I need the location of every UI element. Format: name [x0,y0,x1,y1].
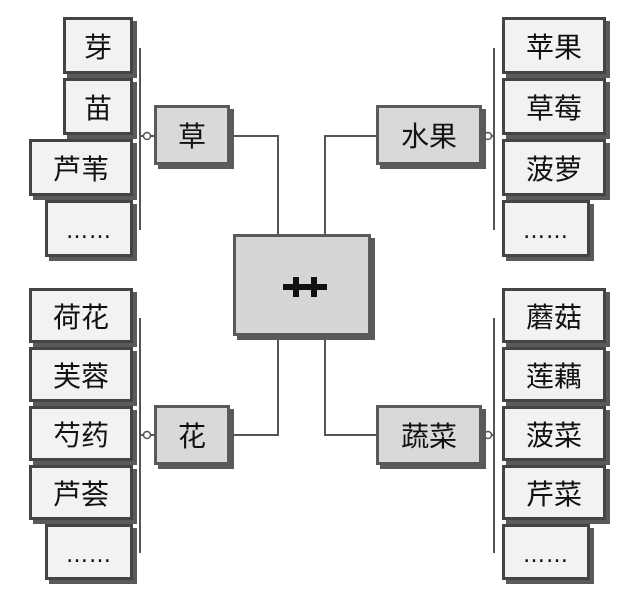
item-label: …… [523,542,569,568]
item-box: 苗 [63,78,133,135]
item-box: 菠萝 [502,139,606,196]
item-box: 蘑菇 [502,288,606,343]
connector-flower [232,336,279,436]
item-label: 芹菜 [525,477,582,511]
connector-vegetable [324,336,376,436]
item-box: 芍药 [29,406,133,461]
item-label: 芍药 [52,418,109,452]
item-label: 芙蓉 [52,359,109,393]
item-label: 苹果 [525,30,582,64]
junction-dot [483,430,493,440]
category-grass: 草 [154,105,230,165]
item-box: 草莓 [502,78,606,135]
item-box: 芹菜 [502,465,606,520]
item-label: …… [66,542,112,568]
junction-dot [142,131,152,141]
item-label: …… [523,219,569,244]
item-label: 芦荟 [52,477,109,511]
category-label: 草 [177,120,206,153]
item-box: 菠菜 [502,406,606,461]
item-label: 荷花 [52,300,109,334]
item-box: 芦苇 [29,139,133,196]
junction-dot [142,430,152,440]
item-box: 芙蓉 [29,347,133,402]
category-label: 蔬菜 [400,420,457,453]
item-label: …… [66,219,112,244]
item-box: 苹果 [502,17,606,74]
item-label: 菠萝 [525,152,582,186]
item-label: 芽 [83,30,112,64]
item-box: 芽 [63,17,133,74]
item-label: 苗 [83,91,112,125]
category-fruit: 水果 [376,105,482,165]
category-vegetable: 蔬菜 [376,405,482,465]
item-label: 菠菜 [525,418,582,452]
category-label: 花 [177,420,206,453]
item-box-ellipsis: …… [45,524,133,580]
item-box-ellipsis: …… [502,200,590,257]
item-label: 芦苇 [52,152,109,186]
item-box: 莲藕 [502,347,606,402]
item-box-ellipsis: …… [45,200,133,257]
item-label: 蘑菇 [525,300,582,334]
category-label: 水果 [400,120,457,153]
item-box-ellipsis: …… [502,524,590,580]
center-symbol-icon [283,277,327,297]
junction-dot [483,131,493,141]
item-box: 芦荟 [29,465,133,520]
connector-fruit [324,135,376,234]
item-label: 草莓 [525,91,582,125]
item-box: 荷花 [29,288,133,343]
category-flower: 花 [154,405,230,465]
connector-grass [232,135,279,234]
item-label: 莲藕 [525,359,582,393]
center-node [233,234,371,336]
